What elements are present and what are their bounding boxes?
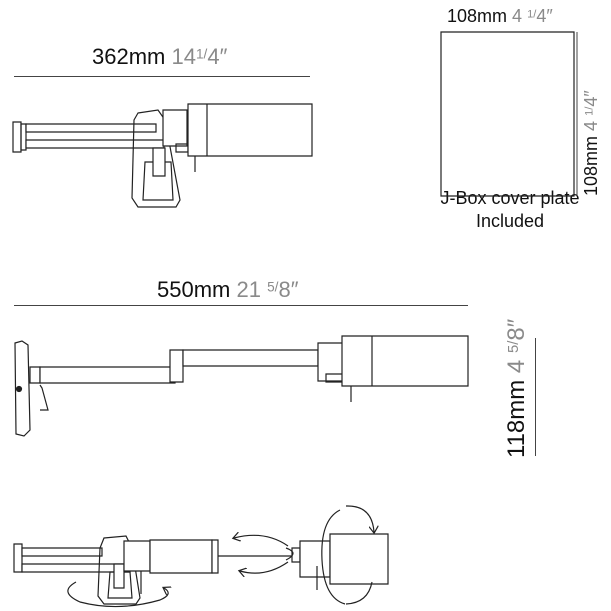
plate-width-label: 108mm 4 1/4″ [447, 6, 553, 26]
lamp-top-view [13, 104, 312, 207]
top-width-dimension-line [14, 76, 310, 77]
jbox-cover-plate [441, 32, 574, 196]
extended-width-dimension-line [14, 305, 468, 306]
extended-width-label: 550mm 21 5/8″ [157, 277, 299, 302]
top-width-label: 362mm 141/4″ [92, 44, 228, 69]
jbox-note: J-Box cover plate Included [440, 188, 580, 232]
lamp-side-view [15, 336, 468, 436]
lamp-rotation-view [14, 506, 388, 607]
height-dimension-line [535, 338, 536, 456]
